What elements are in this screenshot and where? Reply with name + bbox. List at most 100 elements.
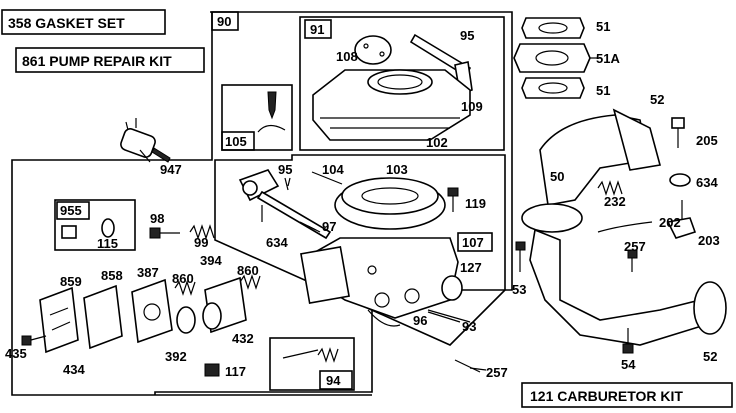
label-435: 435 — [5, 346, 27, 361]
group-955-outline — [54, 199, 136, 251]
carburetor-kit-label: 121 CARBURETOR KIT — [530, 388, 683, 404]
group-91-outline — [299, 16, 505, 151]
label-387: 387 — [137, 265, 159, 280]
label-859: 859 — [60, 274, 82, 289]
label-119: 119 — [465, 196, 486, 211]
part-96-gasket[interactable] — [367, 309, 401, 327]
label-860-b: 860 — [237, 263, 259, 278]
label-95-mid: 95 — [278, 162, 292, 177]
box-105-label: 105 — [225, 134, 247, 149]
part-51A-spacer[interactable] — [513, 43, 591, 73]
part-860-spring-b[interactable] — [239, 274, 261, 290]
part-102-carburetor-upper-body[interactable] — [312, 69, 471, 141]
label-257-right: 257 — [624, 239, 646, 254]
part-54-bolt[interactable] — [622, 328, 634, 354]
label-95-top: 95 — [460, 28, 474, 43]
box-107-label: 107 — [462, 235, 484, 250]
box-91-label: 91 — [310, 22, 324, 37]
gasket-set-kit[interactable]: 358 GASKET SET — [1, 9, 166, 35]
label-947: 947 — [160, 162, 182, 177]
label-860-a: 860 — [172, 271, 194, 286]
part-99-spring[interactable] — [189, 224, 215, 240]
pump-repair-kit[interactable]: 861 PUMP REPAIR KIT — [15, 47, 205, 73]
part-117-plug[interactable] — [204, 363, 220, 377]
part-858-diaphragm[interactable] — [83, 284, 123, 350]
part-94-idle-screw-set[interactable] — [282, 347, 339, 363]
part-51-gasket-bottom[interactable] — [521, 77, 585, 99]
part-95-clip[interactable] — [284, 177, 289, 191]
part-103-float-bowl-gasket[interactable] — [334, 177, 446, 230]
label-432: 432 — [232, 331, 254, 346]
label-52-bottom: 52 — [703, 349, 717, 364]
label-53: 53 — [512, 282, 526, 297]
label-51-top: 51 — [596, 19, 610, 34]
group-107-outline — [214, 154, 506, 346]
part-127-plug[interactable] — [441, 275, 463, 301]
part-202-link[interactable] — [597, 221, 653, 233]
part-232-spring[interactable] — [597, 180, 623, 196]
label-51-bottom: 51 — [596, 83, 610, 98]
box-107-tag — [457, 232, 493, 252]
label-51A: 51A — [596, 51, 620, 66]
part-859-pump-cover[interactable] — [39, 286, 79, 354]
part-115-plug[interactable] — [61, 218, 115, 239]
part-labels: 108 95 109 102 947 95 104 103 119 97 634… — [5, 19, 720, 380]
label-117: 117 — [225, 364, 246, 379]
label-97: 97 — [322, 219, 336, 234]
part-104-float-pin[interactable] — [311, 171, 343, 185]
part-435-screw[interactable] — [21, 335, 47, 346]
label-104: 104 — [322, 162, 344, 177]
label-202: 202 — [659, 215, 681, 230]
box-955-label: 955 — [60, 203, 82, 218]
part-257-right-bolt[interactable] — [627, 249, 638, 272]
part-203-lever[interactable] — [666, 200, 697, 239]
label-98: 98 — [150, 211, 164, 226]
part-53-bolt[interactable] — [515, 241, 526, 272]
part-51-gasket-top[interactable] — [521, 17, 585, 39]
part-108-throttle-plate[interactable] — [354, 35, 392, 65]
part-98-idle-screw[interactable] — [149, 227, 180, 239]
label-257-bottom: 257 — [486, 365, 508, 380]
part-387-pump-body[interactable] — [131, 278, 173, 344]
box-90-label: 90 — [217, 14, 231, 29]
label-109: 109 — [461, 99, 483, 114]
label-102: 102 — [426, 135, 448, 150]
label-634-right: 634 — [696, 175, 718, 190]
leader-lines — [139, 57, 600, 371]
label-115: 115 — [97, 236, 118, 251]
label-392: 392 — [165, 349, 187, 364]
part-634-washer[interactable] — [669, 173, 691, 187]
part-392-spring[interactable] — [176, 306, 196, 334]
part-947-solenoid[interactable] — [119, 118, 171, 163]
box-90-tag — [211, 11, 239, 31]
label-434: 434 — [63, 362, 85, 377]
part-205-bolt[interactable] — [671, 117, 685, 148]
part-93-seal[interactable] — [427, 309, 471, 323]
part-860-spring-a[interactable] — [174, 280, 196, 296]
part-634-throttle-shaft[interactable] — [238, 169, 332, 240]
label-52-top: 52 — [650, 92, 664, 107]
label-96: 96 — [413, 313, 427, 328]
gasket-set-label: 358 GASKET SET — [8, 15, 125, 31]
box-91-tag — [304, 19, 332, 39]
part-105-float-needle[interactable] — [257, 91, 286, 133]
box-94-tag — [319, 370, 353, 390]
box-94-label: 94 — [326, 373, 341, 388]
label-394: 394 — [200, 253, 222, 268]
label-858: 858 — [101, 268, 123, 283]
part-107-carburetor-lower-body[interactable] — [300, 237, 459, 319]
label-203: 203 — [698, 233, 720, 248]
part-119-screw[interactable] — [447, 187, 459, 212]
label-205: 205 — [696, 133, 718, 148]
box-105-tag — [221, 131, 255, 151]
part-257-screw[interactable] — [454, 359, 481, 373]
group-94-outline — [269, 337, 355, 391]
pump-repair-kit-label: 861 PUMP REPAIR KIT — [22, 53, 172, 69]
label-232: 232 — [604, 194, 626, 209]
label-93: 93 — [462, 319, 476, 334]
part-432-spring[interactable] — [202, 302, 222, 330]
box-955-tag — [56, 201, 90, 220]
carburetor-kit[interactable]: 121 CARBURETOR KIT — [521, 382, 733, 408]
part-50-intake-elbow[interactable] — [521, 108, 727, 346]
